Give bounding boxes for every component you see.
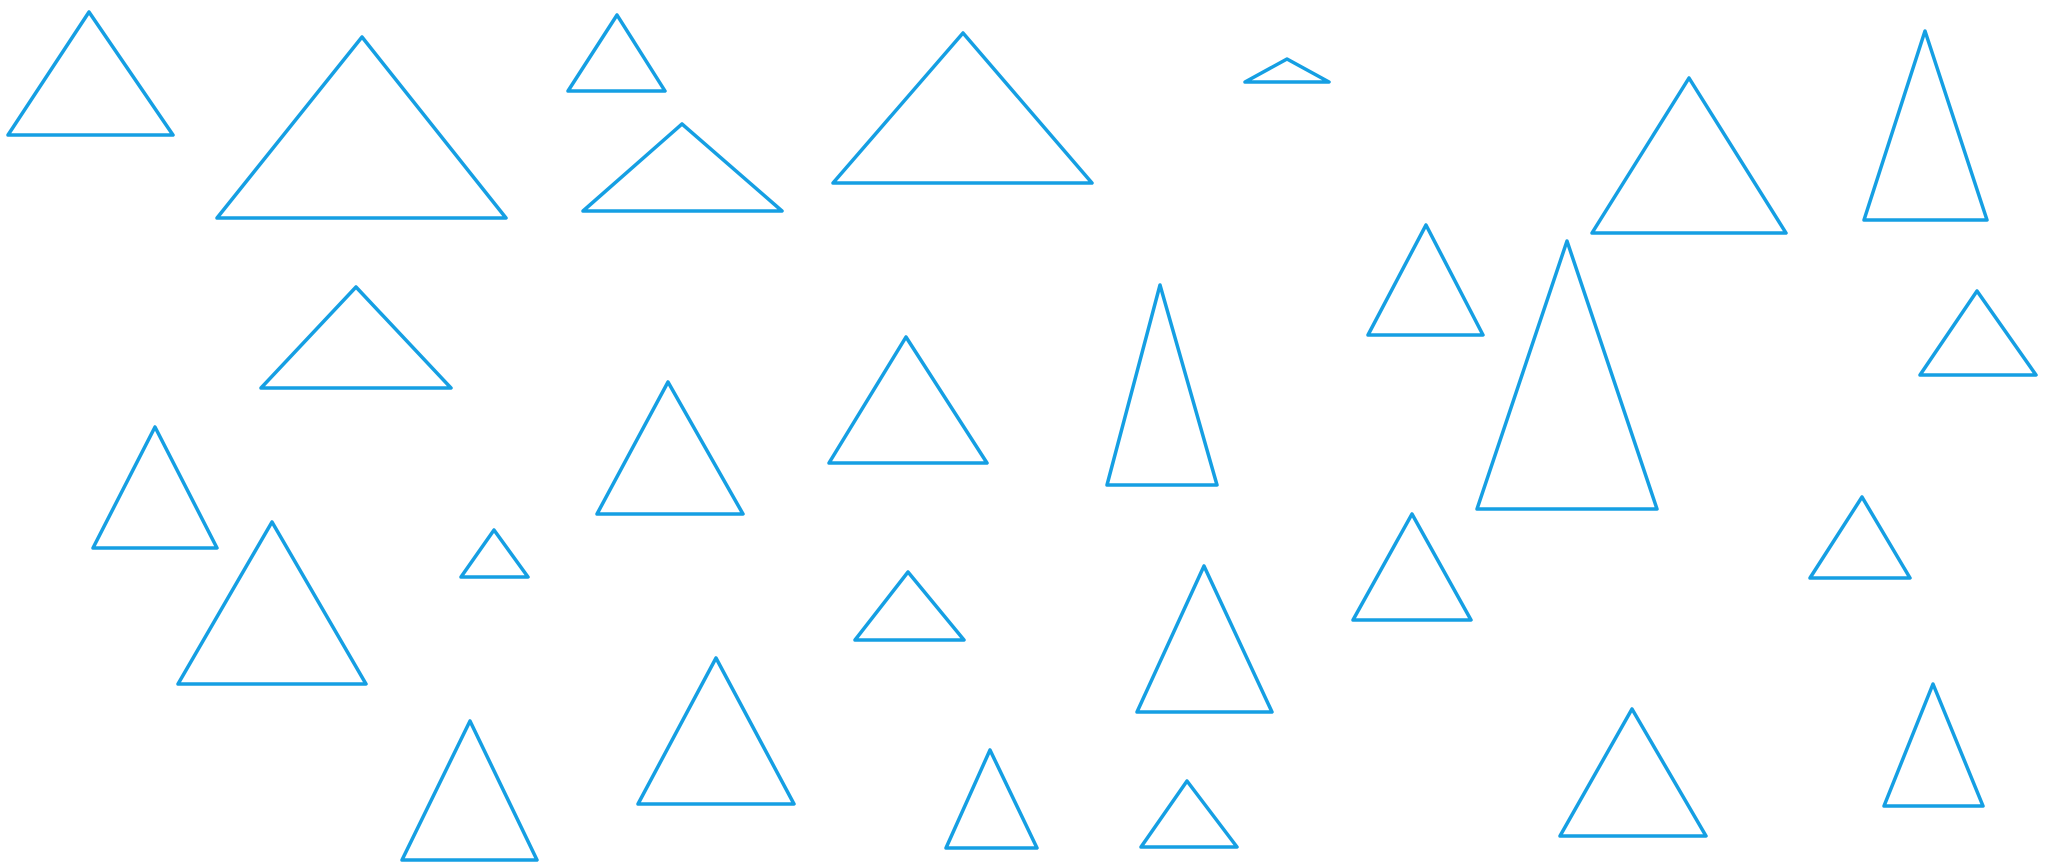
triangle-outline: [400, 719, 539, 862]
triangle-outline: [853, 570, 966, 642]
triangle-outline: [1475, 239, 1659, 511]
triangle-outline: [215, 35, 508, 220]
triangle-outline: [1558, 707, 1708, 838]
triangle-outline: [1243, 57, 1331, 84]
triangle-outline: [827, 335, 989, 465]
triangle-outline: [176, 520, 368, 686]
triangle-outline: [1590, 76, 1788, 235]
triangle-outline: [581, 122, 784, 213]
triangle-outline: [566, 13, 667, 93]
triangle-outline: [595, 380, 745, 516]
triangle-outline: [1366, 223, 1485, 337]
triangle-outline: [831, 31, 1094, 185]
triangle-outline: [1862, 29, 1989, 222]
triangle-outline: [1808, 495, 1912, 580]
triangle-outline: [259, 285, 453, 390]
triangle-layer: [6, 10, 2038, 862]
triangle-outline: [944, 748, 1039, 850]
triangle-outline: [636, 656, 796, 806]
triangle-outline: [459, 528, 530, 579]
triangle-outline: [1351, 512, 1473, 622]
triangle-outline: [6, 10, 175, 137]
triangle-outline: [1135, 564, 1274, 714]
triangle-outline: [1918, 289, 2038, 377]
triangle-outline: [1105, 283, 1219, 487]
triangle-outline: [91, 425, 219, 550]
triangle-outline: [1882, 682, 1985, 808]
triangle-outline: [1139, 779, 1239, 849]
